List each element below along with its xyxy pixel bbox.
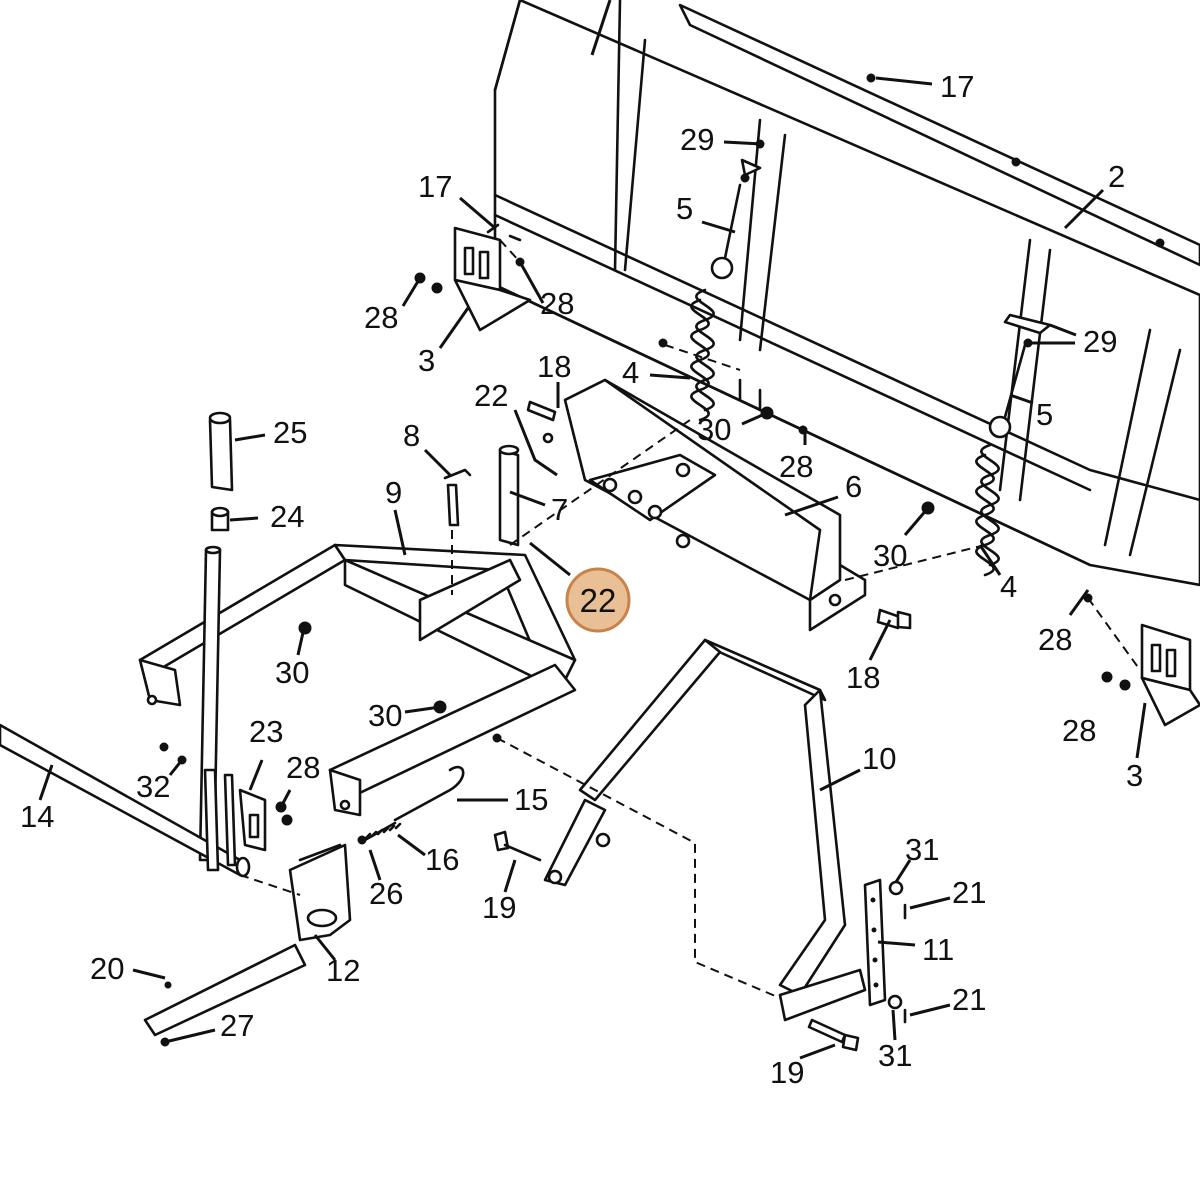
callout-label: 16 [425,842,459,877]
callout-labels: 17 29 2 17 5 28 28 3 29 4 18 22 5 30 25 … [20,69,1143,1090]
lock-pin-8 [443,468,472,527]
callout-label: 28 [364,300,398,335]
bolt-19-upper [493,830,542,862]
callout-label: 30 [275,655,309,690]
callout-label: 30 [873,538,907,573]
eye-bolt-left [710,158,762,280]
callout-label: 32 [136,769,170,804]
callout-label: 9 [385,475,402,510]
callout-label: 25 [273,415,307,450]
handle-grip-25 [208,411,234,492]
bolt-18-upper [526,400,557,444]
callout-label: 17 [940,69,974,104]
callout-label: 4 [1000,569,1017,604]
skid-shoe-right [1140,623,1200,727]
callout-label: 28 [286,750,320,785]
callout-label: 19 [770,1055,804,1090]
callout-label: 19 [482,890,516,925]
callout-label: 29 [1083,324,1117,359]
callout-label: 8 [403,418,420,453]
callout-label: 24 [270,499,304,534]
callout-label: 31 [878,1038,912,1073]
callout-label: 28 [1062,713,1096,748]
callout-label: 21 [952,982,986,1017]
callout-label: 26 [369,876,403,911]
callout-label: 18 [846,660,880,695]
callout-label: 21 [952,875,986,910]
spring-16 [363,821,402,842]
callout-label: 28 [1038,622,1072,657]
spring-right [975,443,1000,577]
skid-shoe-left [453,226,532,332]
alignment-lines [239,239,1141,999]
callout-label: 2 [1108,159,1125,194]
callout-label: 11 [922,932,954,967]
leader-lines [38,0,1147,1060]
callout-label: 6 [845,469,862,504]
callout-label: 5 [1036,397,1053,432]
callout-label: 30 [697,412,731,447]
callout-label: 27 [220,1008,254,1043]
callout-label: 23 [249,714,283,749]
bushing-24 [210,506,230,532]
callout-label: 3 [1126,758,1143,793]
callout-label: 3 [418,343,435,378]
pin-15 [393,765,465,822]
callout-label: 28 [779,449,813,484]
callout-label: 7 [551,492,568,527]
push-frame [543,638,867,1022]
callout-label: 28 [540,286,574,321]
callout-label: 20 [90,951,124,986]
callout-label: 14 [20,799,54,834]
callout-label: 4 [622,355,639,390]
callout-label: 29 [680,122,714,157]
adjust-plate [863,878,887,1007]
callout-label: 12 [326,953,360,988]
callout-label: 18 [537,349,571,384]
mount-bracket [563,378,867,632]
a-frame [138,543,577,817]
blade-assembly [493,0,1200,587]
callout-label: 31 [905,832,939,867]
spring-left [690,288,715,422]
lift-arm [143,843,352,1037]
highlighted-callout-22[interactable]: 22 [529,541,631,633]
callout-label: 10 [862,741,896,776]
bolt-18-lower [876,608,912,630]
handle-bracket [203,768,267,872]
callout-label: 5 [676,191,693,226]
bolt-19-lower [807,1018,860,1052]
eye-bolt-right [988,313,1052,439]
callout-label: 30 [368,698,402,733]
callout-label: 22 [474,378,508,413]
highlight-label: 22 [580,582,617,619]
post-pin-7 [498,444,520,547]
highlight-circle [565,567,631,633]
callout-label: 17 [418,169,452,204]
callout-label: 15 [514,782,548,817]
